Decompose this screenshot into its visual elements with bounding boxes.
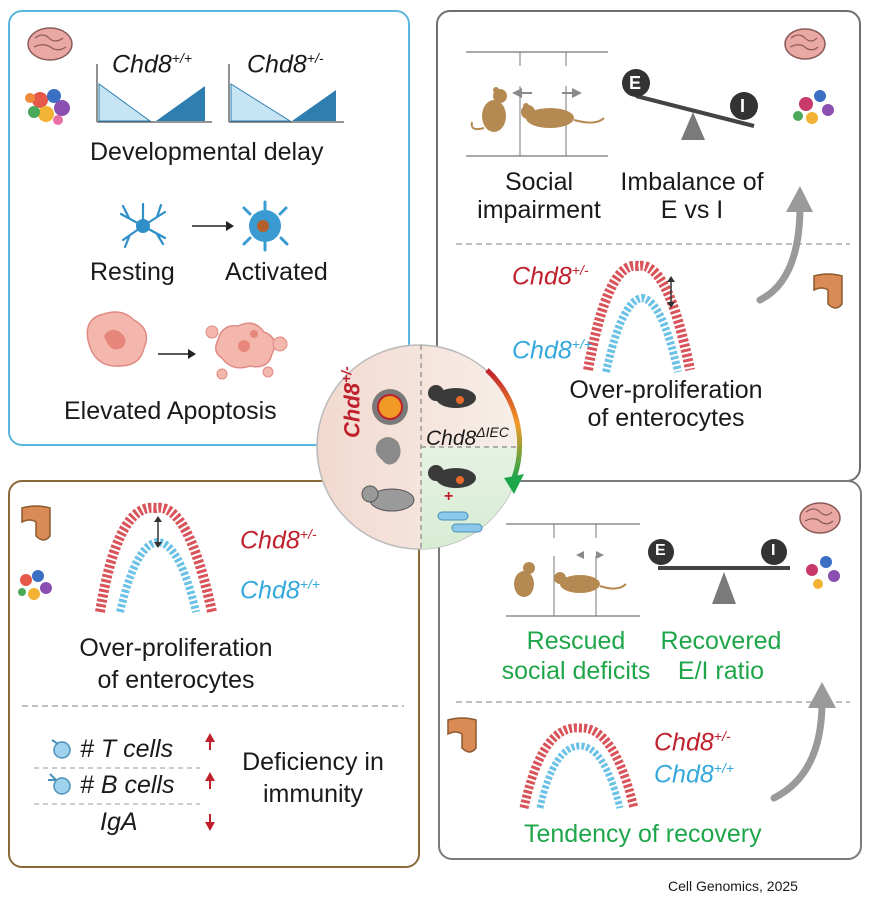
- intestine-icon-3: [447, 717, 477, 753]
- healthy-cell-icon: [86, 311, 148, 367]
- cell-cluster-icon-2: [793, 90, 834, 124]
- citation: Cell Genomics, 2025: [668, 878, 798, 894]
- curved-up-arrow-icon: [756, 186, 813, 304]
- gene-label-het-4: Chd8+/-: [654, 728, 731, 757]
- intestine-icon-2: [21, 505, 51, 541]
- iga-label: IgA: [100, 808, 138, 836]
- up-arrow-icon-t-cells: [205, 733, 215, 750]
- ei-seesaw-imbalanced: [622, 69, 758, 140]
- e-label: E: [629, 73, 642, 93]
- panel-brain-development: [8, 10, 410, 446]
- panel-gut-immunity: [8, 480, 420, 868]
- intestine-icon: [813, 273, 843, 309]
- mouse-walking-icon-2: [554, 572, 627, 593]
- brain-icon-2: [784, 28, 826, 60]
- fetus-icon: [375, 437, 401, 465]
- t-cells-label: # T cells: [80, 735, 174, 763]
- tendency-recovery-label: Tendency of recovery: [524, 820, 762, 848]
- social-test-chamber: [466, 51, 608, 157]
- gene-label-wt-4: Chd8+/+: [654, 760, 735, 789]
- curved-up-arrow-icon-2: [770, 682, 836, 802]
- cell-cluster-icon: [25, 89, 70, 125]
- t-cell-icon: [51, 739, 71, 759]
- villus-recovering: [519, 723, 639, 810]
- mouse-walking-icon: [521, 103, 605, 128]
- resting-label: Resting: [90, 258, 175, 286]
- villus-overgrown: [583, 260, 695, 373]
- cell-cluster-icon-3: [18, 570, 52, 600]
- center-het-label: Chd8+/-: [338, 366, 365, 438]
- bacteria-icon: [437, 511, 483, 533]
- brain-icon-3: [799, 502, 841, 534]
- arrow-right-icon-2: [158, 349, 196, 359]
- elevated-apoptosis-label: Elevated Apoptosis: [64, 397, 277, 425]
- i-label: I: [740, 96, 746, 116]
- adult-mouse-icon: [361, 485, 415, 512]
- apoptotic-cell-icon: [205, 322, 288, 380]
- ei-seesaw-balanced: [648, 539, 790, 604]
- brain-icon: [27, 27, 73, 61]
- villus-overgrown-2: [95, 502, 217, 614]
- mouse-standing-icon: [470, 87, 507, 132]
- i-label-2: I: [771, 542, 776, 559]
- developmental-delay-label: Developmental delay: [90, 138, 324, 166]
- gene-label-het: Chd8+/-: [247, 50, 324, 79]
- arrow-right-icon: [192, 221, 234, 231]
- embryo-icon: [372, 389, 408, 425]
- resting-microglia-icon: [119, 202, 167, 249]
- down-arrow-icon-iga: [205, 814, 215, 831]
- activated-label: Activated: [225, 258, 328, 286]
- panel-rescue: [438, 480, 862, 860]
- gene-label-het-2: Chd8+/-: [512, 262, 589, 291]
- gene-label-het-3: Chd8+/-: [240, 526, 317, 555]
- b-cell-icon: [48, 773, 71, 795]
- cell-cluster-icon-4: [806, 556, 840, 589]
- b-cells-label: # B cells: [80, 771, 175, 799]
- development-plot-het: [228, 64, 344, 123]
- activated-microglia-icon: [242, 200, 289, 252]
- gene-label-wt-3: Chd8+/+: [240, 576, 321, 605]
- plus-sign: +: [444, 488, 454, 505]
- mouse-standing-icon-2: [514, 562, 535, 597]
- center-knockout-label: Chd8ΔIEC: [426, 424, 509, 450]
- gene-label-wt-2: Chd8+/+: [512, 336, 593, 365]
- treated-mouse-icon: [428, 465, 476, 488]
- knockout-mouse-icon: [428, 385, 476, 408]
- up-arrow-icon-b-cells: [205, 772, 215, 789]
- development-plot-wt: [96, 64, 212, 123]
- gene-label-wt: Chd8+/+: [112, 50, 193, 79]
- e-label-2: E: [655, 542, 666, 559]
